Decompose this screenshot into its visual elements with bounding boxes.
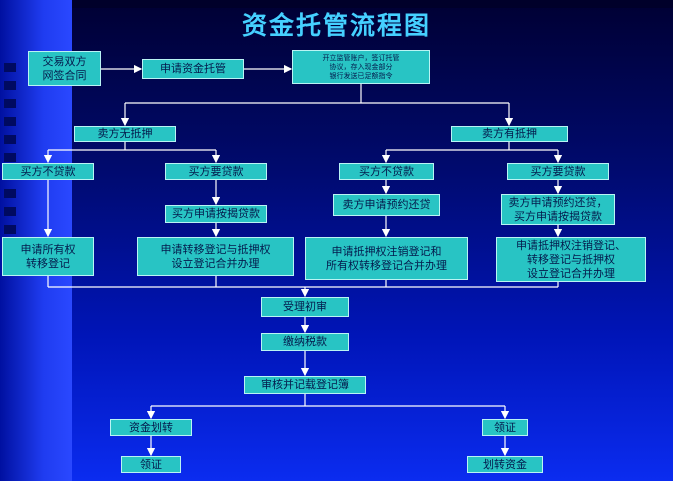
node-pay-tax: 缴纳税款 <box>261 333 349 351</box>
node-apply-mortgage-loan: 买方申请按揭贷款 <box>165 205 267 223</box>
node-contract: 交易双方 网签合同 <box>28 51 101 86</box>
node-buyer-no-loan-1: 买方不贷款 <box>2 163 94 180</box>
top-strip <box>72 0 673 8</box>
node-transfer-registration: 申请所有权 转移登记 <box>2 237 94 276</box>
node-accept-review: 受理初审 <box>261 297 349 317</box>
node-cancel-transfer-mortgage: 申请抵押权注销登记、 转移登记与抵押权 设立登记合并办理 <box>496 237 646 282</box>
node-apply-prepay: 卖方申请预约还贷 <box>333 194 440 216</box>
node-buyer-loan-2: 买方要贷款 <box>507 163 609 180</box>
node-transfer-and-mortgage: 申请转移登记与抵押权 设立登记合并办理 <box>137 237 294 276</box>
node-open-account: 开立监管账户，签订托管 协议，存入现金部分 银行发送已足额指令 <box>292 50 430 84</box>
node-buyer-loan-1: 买方要贷款 <box>165 163 267 180</box>
node-buyer-no-loan-2: 买方不贷款 <box>339 163 434 180</box>
node-seller-mortgage: 卖方有抵押 <box>451 126 568 142</box>
node-apply-custody: 申请资金托管 <box>142 59 244 79</box>
node-get-certificate-right: 领证 <box>482 419 528 436</box>
node-cancel-and-transfer: 申请抵押权注销登记和 所有权转移登记合并办理 <box>305 237 468 280</box>
node-transfer-funds: 划转资金 <box>467 456 543 473</box>
node-audit-register: 审核并记载登记簿 <box>244 376 366 394</box>
node-seller-no-mortgage: 卖方无抵押 <box>74 126 176 142</box>
node-get-certificate-left: 领证 <box>121 456 181 473</box>
page-title: 资金托管流程图 <box>241 11 431 40</box>
node-fund-transfer: 资金划转 <box>110 419 192 436</box>
node-apply-prepay-and-loan: 卖方申请预约还贷， 买方申请按揭贷款 <box>501 194 615 225</box>
